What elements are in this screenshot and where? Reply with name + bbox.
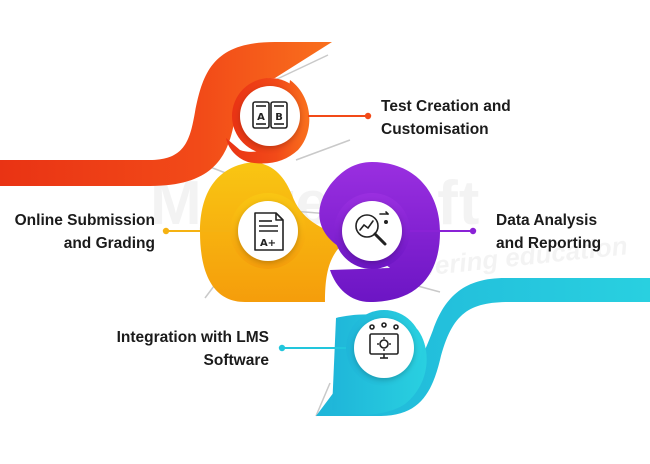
- svg-text:A: A: [257, 112, 265, 123]
- svg-text:B: B: [275, 112, 283, 123]
- label-test-creation: Test Creation and Customisation: [381, 95, 511, 141]
- node-data-analysis: [334, 193, 410, 269]
- label-test-creation-line2: Customisation: [381, 121, 489, 138]
- svg-text:A+: A+: [260, 238, 276, 249]
- label-online-submission-line2: and Grading: [63, 235, 155, 252]
- label-lms-integration-line1: Integration with LMS: [116, 329, 269, 346]
- ab-test-book-icon: A B: [252, 101, 288, 129]
- label-online-submission: Online Submission and Grading: [15, 209, 155, 255]
- label-data-analysis: Data Analysis and Reporting: [496, 209, 601, 255]
- label-test-creation-line1: Test Creation and: [381, 98, 511, 115]
- node-test-creation: [232, 78, 308, 154]
- label-lms-integration: Integration with LMS Software: [117, 326, 269, 372]
- label-lms-integration-line2: Software: [203, 352, 269, 369]
- label-online-submission-line1: Online Submission: [14, 212, 155, 229]
- connectors: [162, 112, 477, 352]
- gear-monitor-icon: [369, 322, 399, 359]
- red-band: [0, 42, 332, 186]
- label-data-analysis-line1: Data Analysis: [496, 212, 598, 229]
- magnifier-chart-icon: [355, 211, 389, 246]
- graded-paper-icon: A+: [254, 212, 284, 251]
- label-data-analysis-line2: and Reporting: [496, 235, 602, 252]
